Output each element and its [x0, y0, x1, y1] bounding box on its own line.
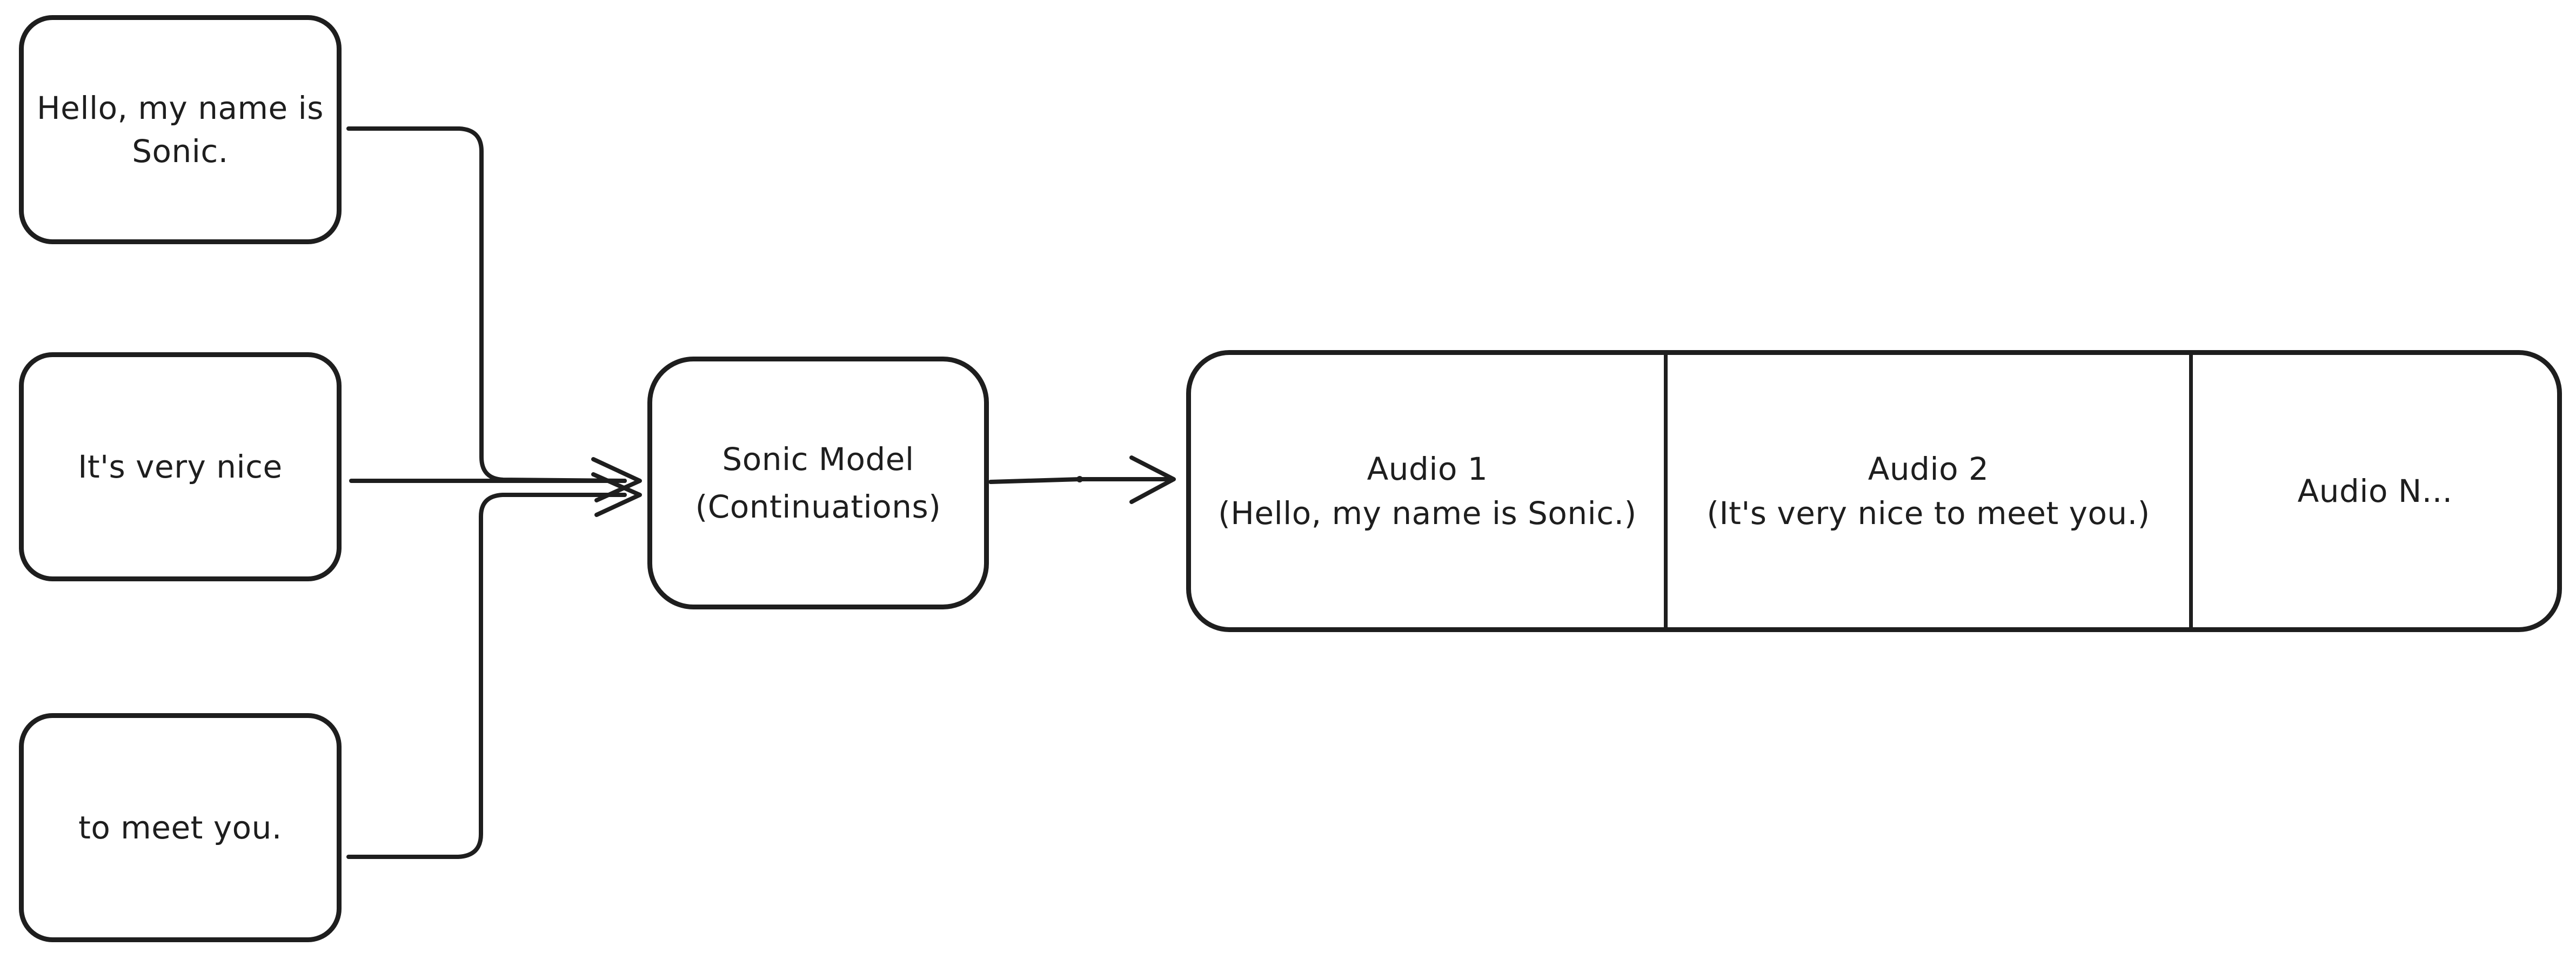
audio-1-transcript: (Hello, my name is Sonic.)	[1218, 495, 1637, 532]
prompt-box-3: to meet you.	[19, 713, 342, 942]
arrow-model-to-outputs	[988, 477, 1169, 484]
model-name-line: Sonic Model	[722, 441, 914, 478]
arrowhead-lower-icon	[591, 472, 642, 517]
output-box: Audio 1 (Hello, my name is Sonic.) Audio…	[1186, 350, 2562, 632]
model-mode-line: (Continuations)	[695, 488, 941, 525]
prompt-1-line-2: Sonic.	[132, 133, 229, 170]
audio-2-transcript: (It's very nice to meet you.)	[1707, 495, 2150, 532]
model-box: Sonic Model (Continuations)	[647, 357, 989, 609]
audio-2-title: Audio 2	[1868, 451, 1989, 487]
prompt-2-line-1: It's very nice	[78, 448, 283, 485]
arrow-prompt1-to-model	[346, 126, 627, 483]
prompt-box-1: Hello, my name is Sonic.	[19, 15, 342, 244]
prompt-1-line-1: Hello, my name is	[37, 90, 324, 126]
audio-section-n: Audio N...	[2193, 355, 2557, 627]
arrow-joint-dot	[1076, 476, 1083, 482]
prompt-box-2: It's very nice	[19, 352, 342, 581]
arrow-prompt3-to-model	[346, 493, 627, 859]
audio-section-1: Audio 1 (Hello, my name is Sonic.)	[1191, 355, 1668, 627]
audio-n-title: Audio N...	[2297, 473, 2453, 509]
arrowhead-upper-icon	[591, 457, 642, 502]
arrowhead-output-icon	[1129, 455, 1176, 504]
audio-1-title: Audio 1	[1367, 451, 1488, 487]
audio-section-2: Audio 2 (It's very nice to meet you.)	[1668, 355, 2193, 627]
prompt-3-line-1: to meet you.	[78, 809, 282, 846]
